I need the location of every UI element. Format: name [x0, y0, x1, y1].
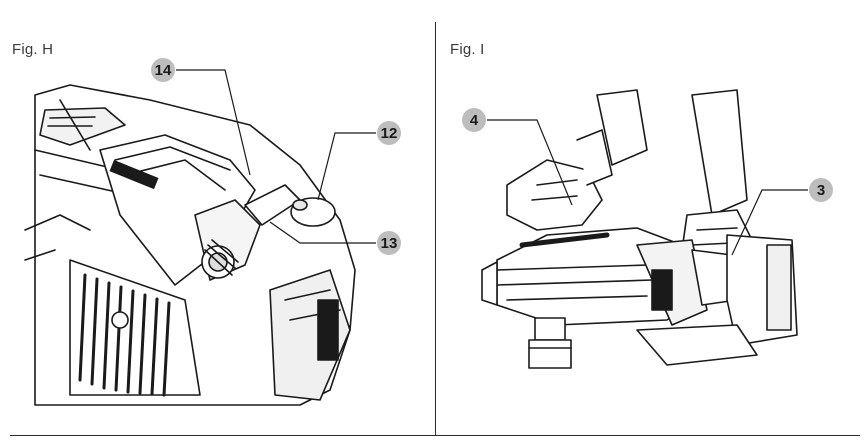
- figure-i-illustration: 4 3: [462, 89, 833, 369]
- callout-14: 14: [151, 58, 175, 82]
- callout-12-label: 12: [381, 125, 398, 142]
- figure-i-label: Fig. I: [450, 41, 485, 58]
- callout-3: 3: [809, 178, 833, 202]
- callout-3-label: 3: [817, 182, 825, 199]
- figure-h: Fig. H: [0, 0, 436, 436]
- figure-h-illustration: 14 12 13: [24, 58, 401, 406]
- callout-4-label: 4: [470, 112, 479, 129]
- callout-13: 13: [377, 231, 401, 255]
- callout-13-label: 13: [381, 235, 398, 252]
- callout-14-label: 14: [155, 62, 172, 79]
- bottom-rule: [10, 435, 860, 436]
- callout-4: 4: [462, 108, 486, 132]
- figure-h-label: Fig. H: [12, 41, 54, 58]
- panel-divider-vertical: [435, 22, 436, 436]
- figure-i: Fig. I: [437, 0, 868, 436]
- callout-12: 12: [377, 121, 401, 145]
